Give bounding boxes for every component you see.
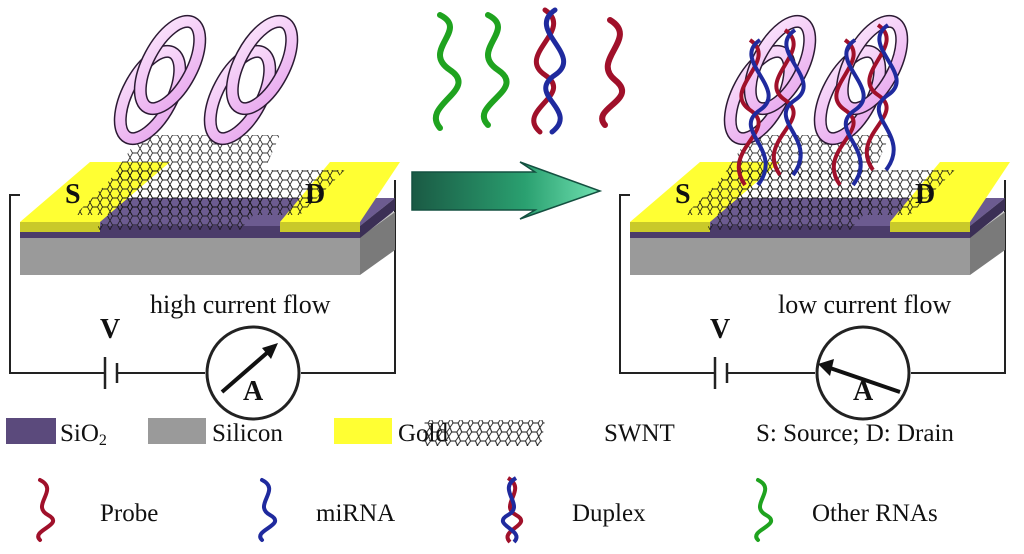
- voltage-label: V: [100, 314, 120, 345]
- source-drain-note: S: Source; D: Drain: [756, 420, 954, 447]
- before-panel: S D V A high current flow: [8, 12, 400, 421]
- probe-strand-icon: [599, 17, 626, 128]
- gold-swatch: [334, 418, 392, 444]
- ammeter-label: A: [243, 376, 264, 407]
- duplex-helix-icon: [500, 476, 524, 544]
- legend-strands: Probe miRNA Duplex Other RNAs: [36, 476, 938, 544]
- after-panel: S D V A low current flow: [618, 12, 1010, 421]
- duplex-strand-b: [543, 7, 566, 135]
- source-label: S: [675, 179, 691, 210]
- other-rna-strand-icon: [432, 12, 462, 131]
- ammeter-needle-icon: [818, 359, 901, 394]
- other-rna-strand-icon: [480, 12, 510, 128]
- probe-rings: [108, 12, 304, 147]
- ammeter-needle-icon: [220, 343, 278, 394]
- probe-strand-icon: [36, 478, 56, 542]
- duplex-strand-a: [531, 7, 556, 135]
- duplex-legend-label: Duplex: [572, 500, 646, 527]
- swnt-mesh-icon: [421, 420, 545, 446]
- source-label: S: [65, 179, 81, 210]
- other-rna-strand-icon: [754, 478, 774, 542]
- drain-label: D: [915, 179, 935, 210]
- transition-arrow-icon: [411, 161, 603, 220]
- silicon-legend-label: Silicon: [212, 420, 283, 447]
- mirna-strand-icon: [258, 478, 278, 542]
- silicon-swatch: [148, 418, 206, 444]
- probe-legend-label: Probe: [100, 500, 158, 527]
- sio2-swatch: [6, 418, 56, 444]
- other-rnas-legend-label: Other RNAs: [812, 500, 938, 527]
- free-rna-strands: [432, 7, 626, 135]
- legend-materials: SiO2 Silicon Gold SWNT S: Source; D: Dra…: [6, 418, 954, 449]
- voltage-label: V: [710, 314, 730, 345]
- mirna-legend-label: miRNA: [316, 500, 395, 527]
- hybridized-rings: [718, 12, 914, 187]
- sio2-legend-label: SiO2: [60, 420, 107, 449]
- current-text: low current flow: [778, 290, 952, 319]
- ammeter-label: A: [853, 376, 874, 407]
- drain-label: D: [305, 179, 325, 210]
- current-text: high current flow: [150, 290, 331, 319]
- swnt-legend-label: SWNT: [604, 420, 675, 447]
